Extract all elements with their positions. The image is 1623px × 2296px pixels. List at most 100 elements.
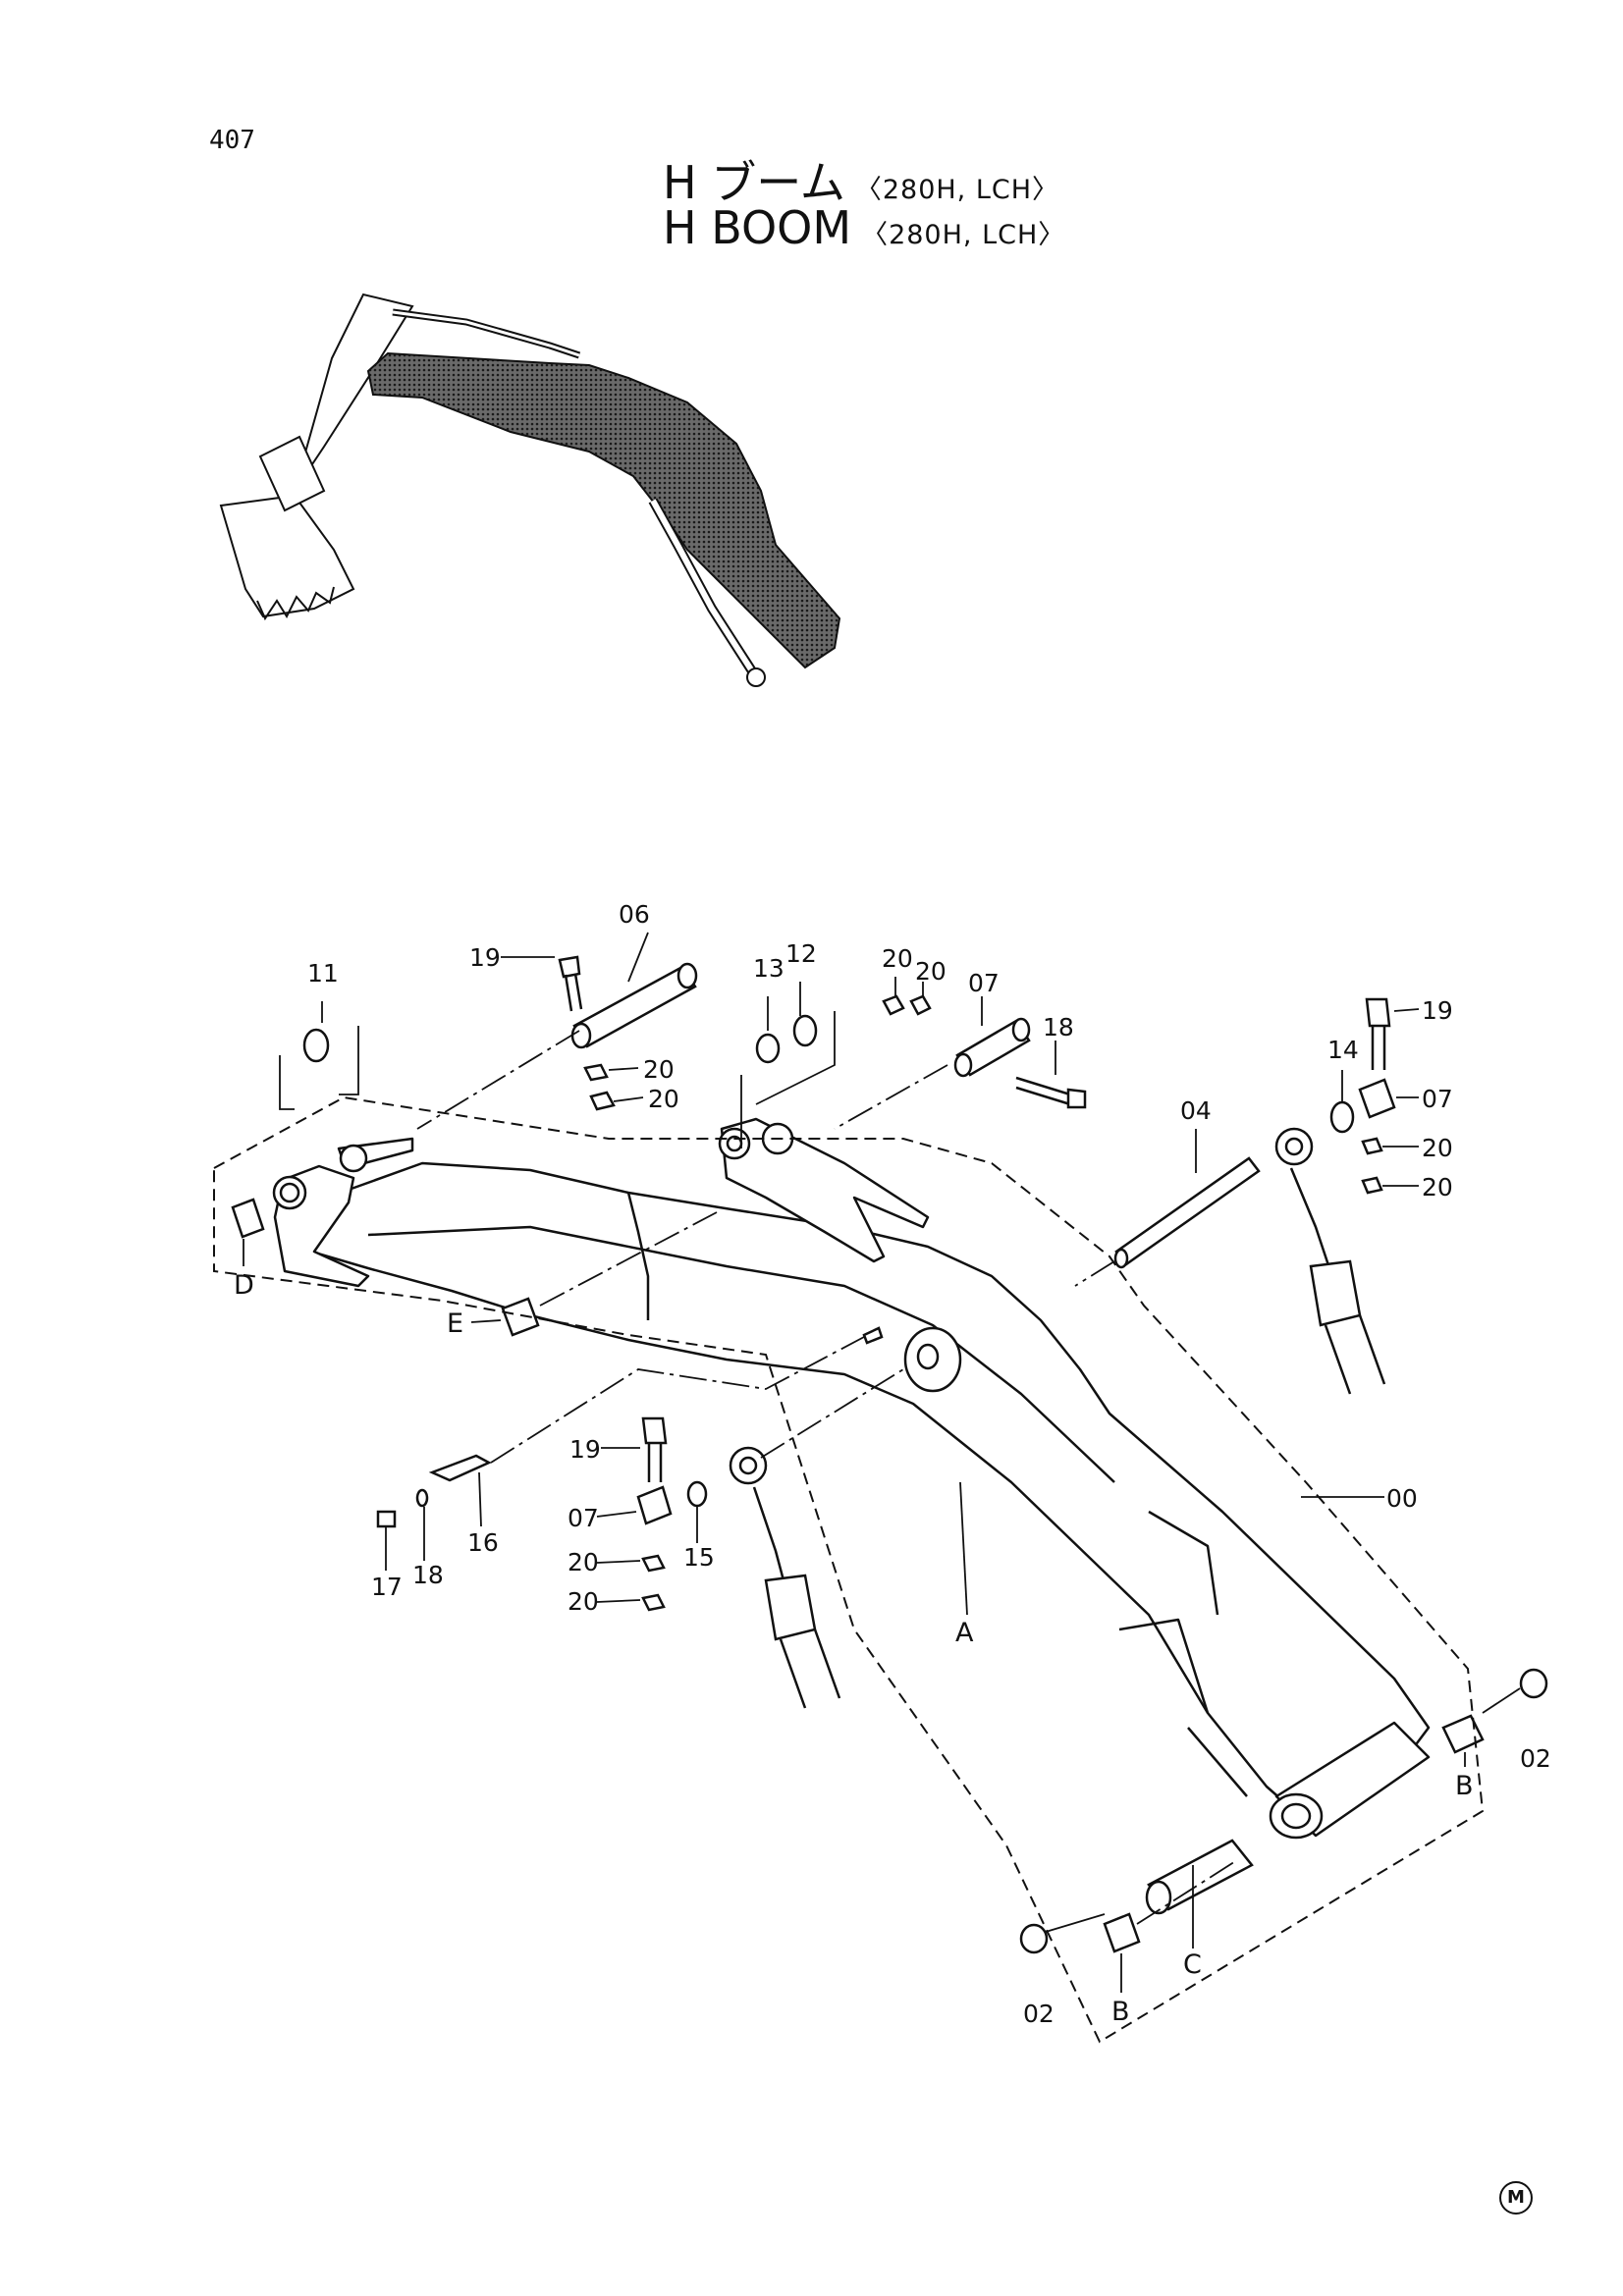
- pin-05-end: [676, 962, 698, 989]
- overview-bucket: [219, 494, 355, 618]
- boom-front-pin-hole-inner: [279, 1182, 300, 1203]
- callout-07-right: 07: [1422, 1085, 1453, 1113]
- letter-b-right: B: [1455, 1771, 1474, 1801]
- callout-16: 17: [371, 1573, 403, 1601]
- boom-assembly: [272, 1117, 1431, 1840]
- boom-top-edge: [367, 1225, 1115, 1483]
- callout-20-c: 20: [643, 1055, 675, 1084]
- pin-06-head: [953, 1052, 973, 1078]
- nut-20-g: [641, 1554, 666, 1573]
- page-number: 407: [209, 126, 255, 155]
- overview-arm-cylinder: [392, 308, 581, 359]
- nut-20-h: [641, 1593, 666, 1612]
- callout-06: 07: [968, 969, 1000, 997]
- bushing-d: [231, 1198, 265, 1239]
- right-cylinder-tube: [1324, 1314, 1386, 1395]
- leader-12-bracket: [740, 1011, 836, 1148]
- callout-labels: 06 19 11 13 12 20 20 07 18 20 20 19 14 0…: [307, 900, 1551, 2028]
- callout-05: 06: [619, 900, 650, 929]
- bolt-18-head: [1066, 1088, 1087, 1109]
- left-cylinder-rod: [752, 1486, 785, 1581]
- collar-07-right: [1358, 1078, 1396, 1119]
- bolt-19-top: [558, 955, 581, 979]
- left-cylinder-eye-hole: [738, 1456, 758, 1475]
- boom-weld-seam-3: [1118, 1618, 1210, 1714]
- centerline-pin-06: [834, 1064, 948, 1130]
- bolt-19-top-shank: [564, 973, 583, 1012]
- assembly-boundary: [213, 1095, 1485, 2044]
- overview-boom-cylinder-outline: [650, 499, 759, 679]
- leader-20-g: [596, 1560, 641, 1564]
- title-english: H BOOM 〈280H, LCH〉: [663, 201, 1065, 254]
- bolt-19-right: [1365, 997, 1391, 1028]
- centerline-pin-04: [1074, 1260, 1115, 1287]
- callout-20-d: 20: [648, 1085, 679, 1113]
- centerline-cylinder-pin: [760, 1368, 904, 1459]
- leader-07-mid: [596, 1511, 637, 1518]
- callout-02-left: 02: [1023, 2000, 1055, 2028]
- title-japanese: H ブーム〈280H, LCH〉: [663, 147, 1059, 212]
- nut-20-e: [1361, 1137, 1383, 1155]
- boom-cylinder-boss-hole: [916, 1343, 940, 1370]
- pin-06-end: [1011, 1017, 1031, 1042]
- left-cylinder-tube: [779, 1629, 841, 1709]
- reference-letters: A B B C D E: [234, 1270, 1474, 2027]
- right-cylinder-barrel: [1309, 1259, 1362, 1327]
- nut-20-b: [909, 994, 932, 1016]
- letter-c: C: [1183, 1949, 1202, 1980]
- boom-foot-tube-bore: [1280, 1802, 1312, 1830]
- letter-e: E: [447, 1308, 463, 1339]
- title-en-variant: 〈280H, LCH〉: [861, 220, 1066, 250]
- callout-02-right: 02: [1520, 1744, 1551, 1773]
- excavator-overview-illustration: [219, 293, 841, 687]
- overview-arm-cylinder-outline: [392, 310, 580, 357]
- boom-cylinder-boss: [903, 1326, 962, 1393]
- overview-boom: [366, 351, 841, 669]
- footer-circled-mark: M: [1499, 2181, 1533, 2215]
- right-cylinder-rod: [1289, 1167, 1332, 1272]
- callout-07-mid: 07: [568, 1504, 599, 1532]
- letter-b-left: B: [1111, 1997, 1130, 2027]
- bolt-19-mid-shank: [647, 1443, 663, 1482]
- callout-20-g: 20: [568, 1548, 599, 1576]
- callout-20-h: 20: [568, 1587, 599, 1616]
- leader-02-right: [1482, 1687, 1521, 1714]
- title-en-main: H BOOM: [663, 201, 852, 254]
- callout-17: 18: [412, 1561, 444, 1589]
- boom-arm-bracket-hole: [339, 1144, 368, 1173]
- callout-04: 04: [1180, 1096, 1212, 1125]
- bolt-16: [376, 1510, 397, 1528]
- boom-foot-tube-end: [1269, 1792, 1324, 1840]
- leader-20-h: [596, 1599, 641, 1603]
- bushing-b-left: [1103, 1912, 1141, 1953]
- cylinders: [729, 1127, 1386, 1709]
- callout-14-mid: 15: [683, 1543, 715, 1572]
- pin-05: [572, 965, 697, 1048]
- callout-13: 13: [753, 954, 784, 983]
- callout-15: 16: [467, 1528, 499, 1557]
- washer-12: [792, 1014, 818, 1047]
- washer-02-left: [1019, 1923, 1049, 1954]
- overview-cylinder-end: [746, 667, 766, 687]
- bolt-19-mid: [641, 1416, 668, 1445]
- washer-14-mid: [686, 1480, 708, 1508]
- lock-plate-15: [428, 1454, 492, 1482]
- leader-19-right: [1393, 1008, 1420, 1012]
- boom-mid-pin-hole: [718, 1127, 751, 1160]
- callout-11: 11: [307, 959, 339, 988]
- boom-mid-bracket: [720, 1117, 930, 1263]
- callout-20-top-b: 20: [915, 957, 947, 986]
- callout-19-right: 19: [1422, 996, 1453, 1025]
- leader-lines: [243, 932, 1521, 1993]
- centerline-lock-plate: [490, 1336, 865, 1464]
- washer-17: [415, 1488, 429, 1508]
- overview-link: [258, 435, 326, 512]
- leader-11-bracket: [279, 1026, 359, 1110]
- callout-00: 00: [1386, 1484, 1418, 1513]
- callout-18: 18: [1043, 1013, 1074, 1041]
- bushing-e: [501, 1297, 540, 1337]
- boom-body: [293, 1161, 1431, 1823]
- right-cylinder-eye-hole: [1284, 1137, 1304, 1156]
- nut-20-c: [583, 1063, 609, 1082]
- callout-12: 12: [785, 939, 817, 968]
